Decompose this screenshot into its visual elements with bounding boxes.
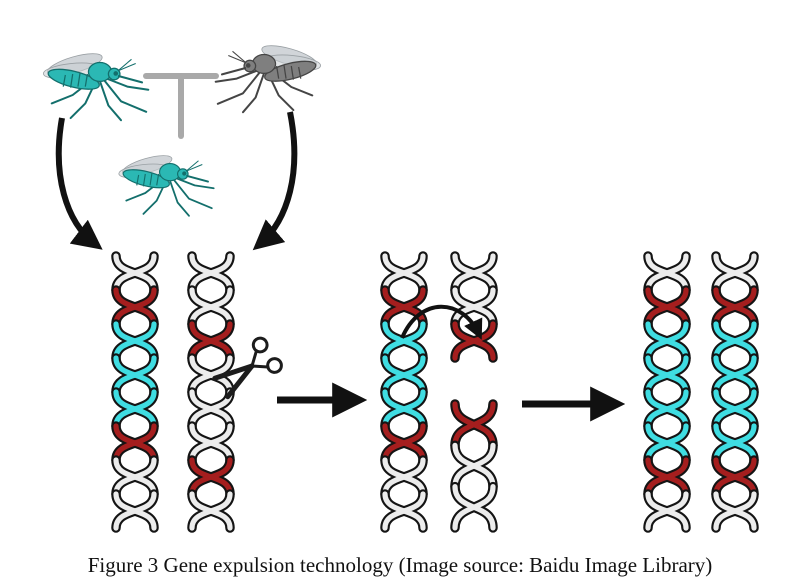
wild-mosquito-icon: [214, 45, 321, 114]
dna-helix-result-left: [643, 251, 691, 533]
dna-helix-result-right: [711, 251, 759, 533]
gene-drive-diagram: [43, 45, 759, 533]
dna-helix-parent-wild: [187, 251, 235, 533]
scissors-icon: [212, 336, 283, 400]
gene-insertion-arrow: [400, 304, 483, 340]
figure-caption: Figure 3 Gene expulsion technology (Imag…: [87, 553, 713, 577]
dna-helix-mid-broken-top: [450, 251, 498, 363]
dna-helix-parent-modified: [111, 251, 159, 533]
dna-helix-mid-modified: [380, 251, 428, 533]
modified-mosquito-icon: [43, 53, 150, 122]
mating-connector: [143, 73, 219, 139]
dna-helix-mid-broken-bottom: [450, 399, 498, 533]
offspring-mosquito-icon: [118, 155, 215, 217]
inheritance-arrow-left: [55, 117, 103, 250]
inheritance-arrow-right: [252, 111, 298, 251]
